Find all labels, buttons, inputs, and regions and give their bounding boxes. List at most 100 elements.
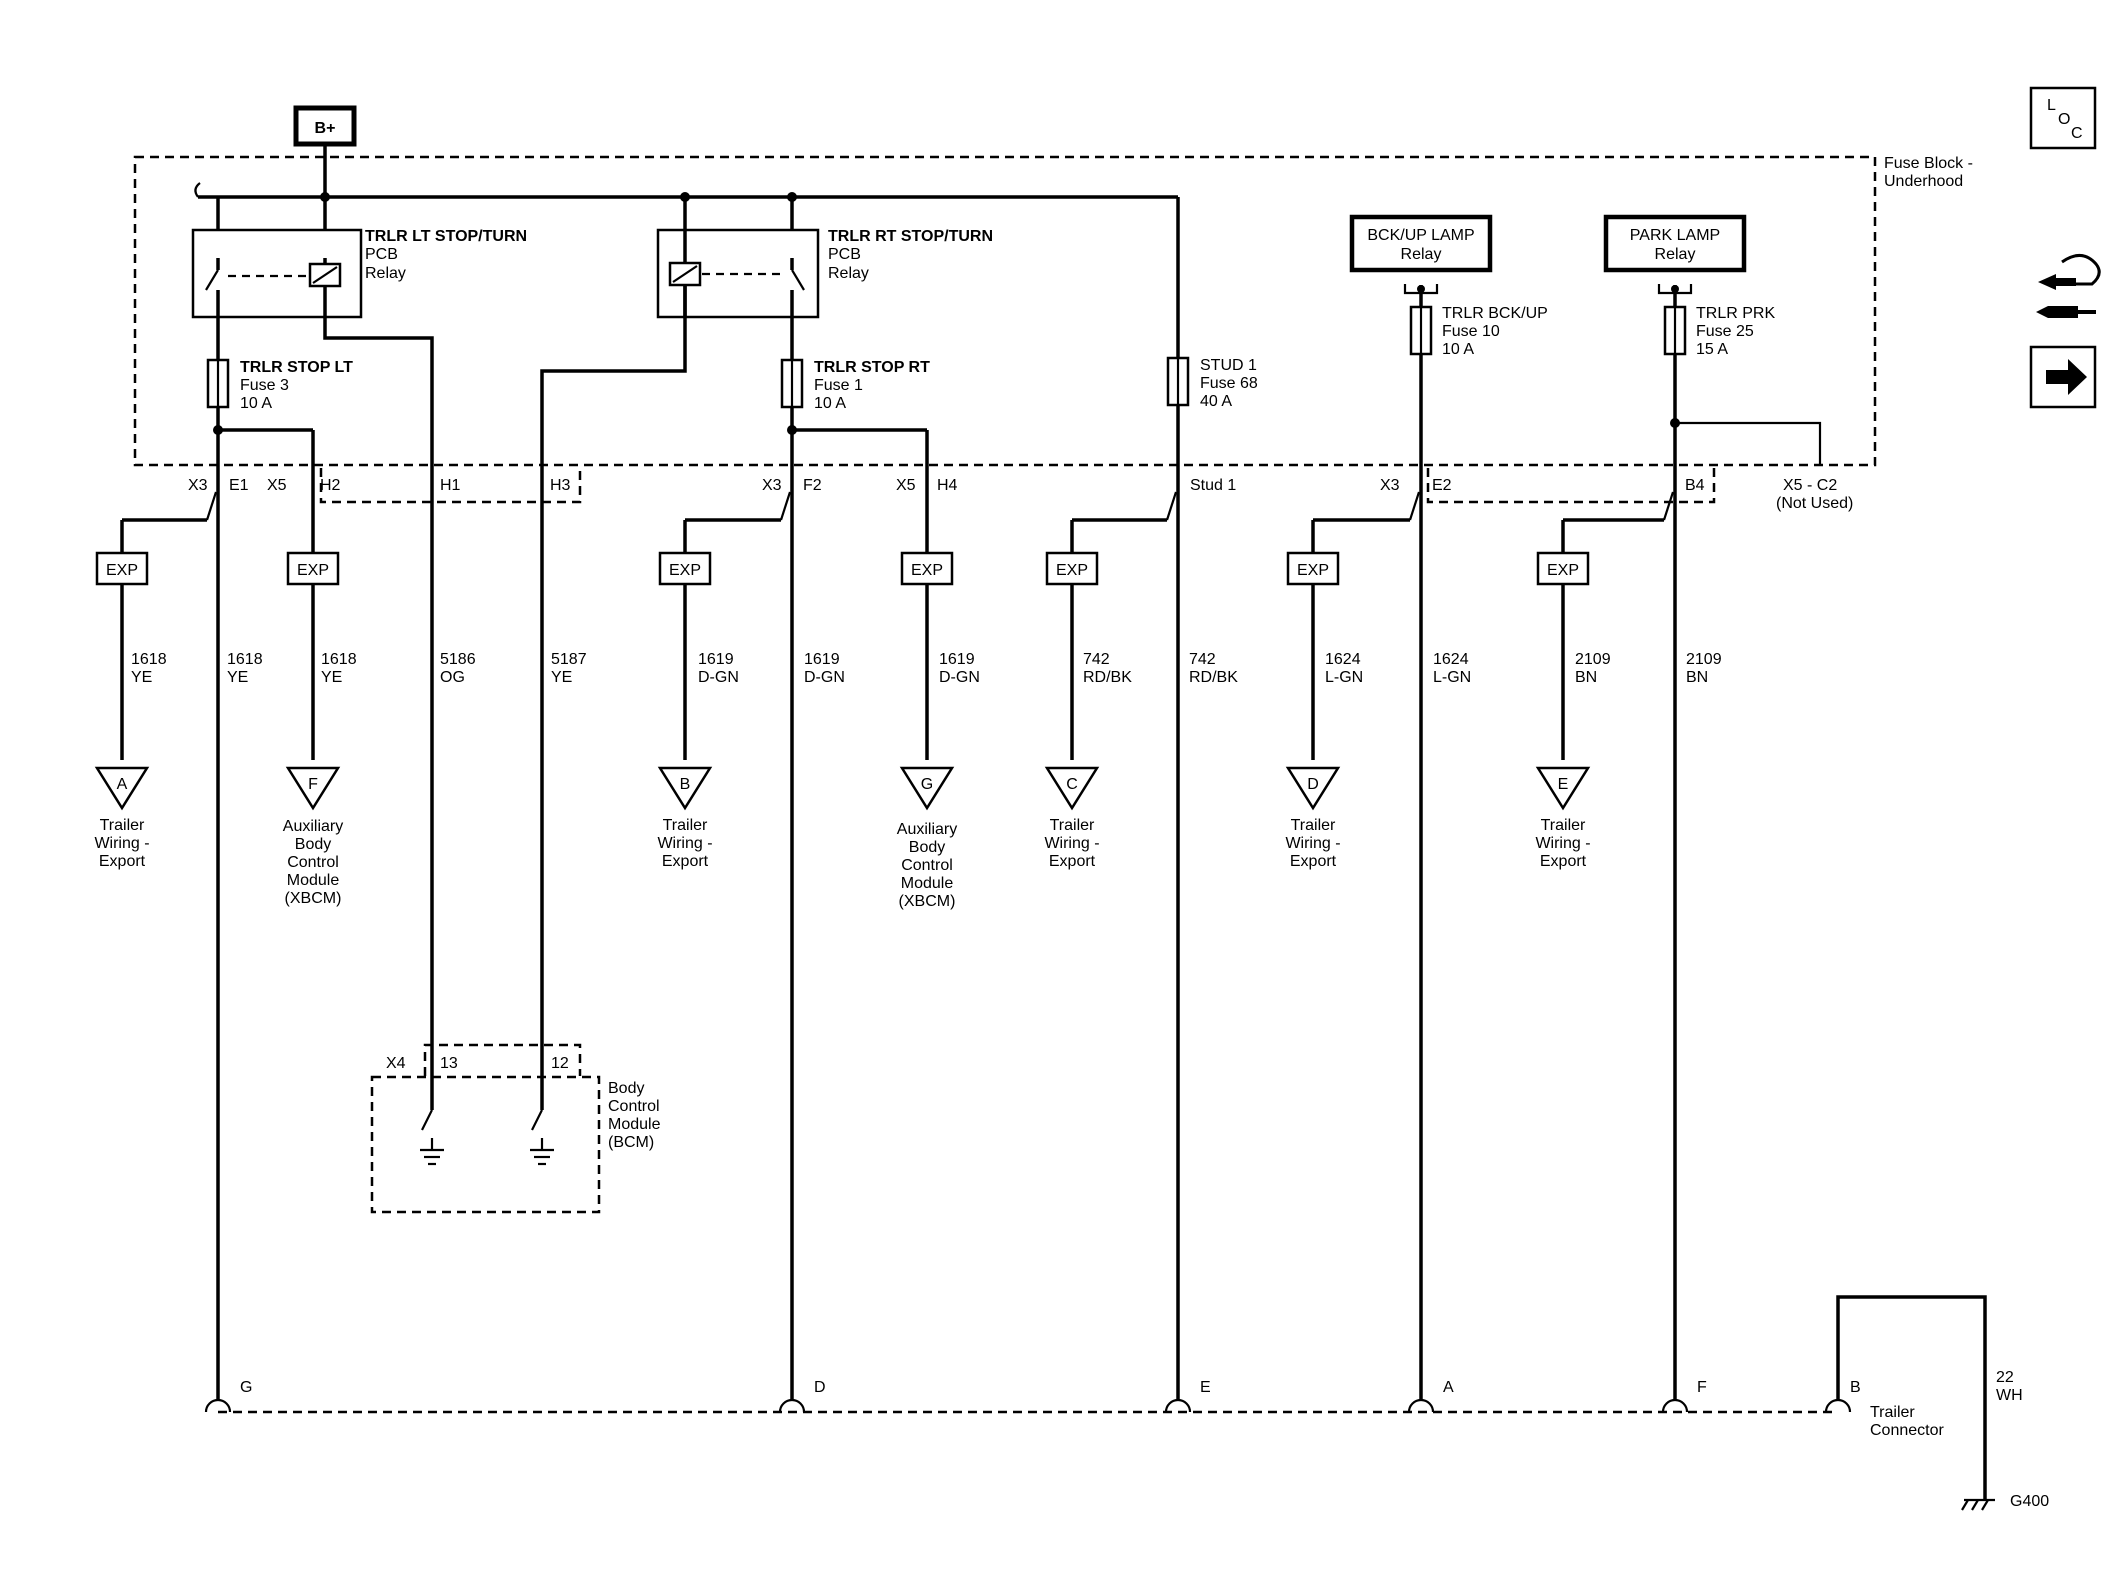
svg-text:Auxiliary: Auxiliary — [897, 821, 957, 838]
svg-text:PCB: PCB — [828, 246, 861, 263]
svg-text:2109: 2109 — [1686, 651, 1722, 668]
svg-text:Wiring -: Wiring - — [94, 835, 149, 852]
svg-text:1624: 1624 — [1325, 651, 1361, 668]
svg-text:E: E — [1200, 1379, 1211, 1396]
svg-text:Trailer: Trailer — [663, 817, 708, 834]
svg-text:B+: B+ — [315, 120, 336, 137]
svg-text:F2: F2 — [803, 477, 822, 494]
svg-text:Module: Module — [608, 1116, 661, 1133]
svg-text:Body: Body — [608, 1080, 644, 1097]
offpage-connector-b: B Trailer Wiring - Export — [657, 766, 713, 870]
connector-info-icon[interactable] — [2036, 254, 2101, 318]
svg-text:D-GN: D-GN — [939, 669, 980, 686]
svg-text:H3: H3 — [550, 477, 571, 494]
svg-text:L: L — [2047, 97, 2056, 114]
svg-text:Fuse 25: Fuse 25 — [1696, 323, 1754, 340]
svg-text:Wiring -: Wiring - — [657, 835, 712, 852]
svg-text:E2: E2 — [1432, 477, 1452, 494]
loc-icon[interactable]: L O C — [2029, 86, 2097, 150]
relay-park-lamp: PARK LAMP Relay — [1603, 214, 1747, 307]
exp-box: EXP — [95, 551, 149, 760]
svg-text:G400: G400 — [2010, 1493, 2049, 1510]
svg-text:EXP: EXP — [1056, 562, 1088, 579]
svg-text:Control: Control — [608, 1098, 660, 1115]
svg-text:D: D — [814, 1379, 826, 1396]
svg-text:BN: BN — [1575, 669, 1597, 686]
svg-text:Trailer: Trailer — [100, 817, 145, 834]
svg-text:H4: H4 — [937, 477, 958, 494]
svg-text:EXP: EXP — [1297, 562, 1329, 579]
relay-bckup-lamp: BCK/UP LAMP Relay — [1349, 214, 1493, 307]
offpage-connectors: A Trailer Wiring - Export F Auxiliary Bo… — [94, 766, 1591, 910]
svg-text:PCB: PCB — [365, 246, 398, 263]
svg-text:Wiring -: Wiring - — [1285, 835, 1340, 852]
circuit-742 — [1070, 465, 1180, 1395]
svg-text:TRLR LT STOP/TURN: TRLR LT STOP/TURN — [365, 228, 527, 245]
svg-text:40 A: 40 A — [1200, 393, 1232, 410]
svg-text:1624: 1624 — [1433, 651, 1469, 668]
svg-text:C: C — [2071, 125, 2083, 142]
exp-box: EXP — [900, 551, 954, 760]
svg-text:Underhood: Underhood — [1884, 173, 1963, 190]
exp-box: EXP — [1536, 551, 1590, 760]
svg-text:Fuse 10: Fuse 10 — [1442, 323, 1500, 340]
svg-text:1619: 1619 — [804, 651, 840, 668]
svg-text:G: G — [240, 1379, 252, 1396]
svg-text:TRLR STOP LT: TRLR STOP LT — [240, 359, 353, 376]
circuit-5186 — [323, 317, 434, 1100]
exp-box: EXP — [1045, 551, 1099, 760]
circuit-1624 — [1311, 354, 1423, 1395]
svg-text:Relay: Relay — [1655, 246, 1696, 263]
svg-text:Control: Control — [901, 857, 953, 874]
svg-text:1619: 1619 — [698, 651, 734, 668]
exp-box: EXP — [286, 551, 340, 760]
svg-text:Auxiliary: Auxiliary — [283, 818, 343, 835]
svg-text:TRLR BCK/UP: TRLR BCK/UP — [1442, 305, 1548, 322]
svg-text:Export: Export — [99, 853, 146, 870]
svg-text:13: 13 — [440, 1055, 458, 1072]
svg-text:10 A: 10 A — [1442, 341, 1474, 358]
svg-text:Module: Module — [901, 875, 954, 892]
fuse-block-outline — [133, 155, 1877, 467]
offpage-connector-e: E Trailer Wiring - Export — [1535, 766, 1591, 870]
svg-text:H1: H1 — [440, 477, 461, 494]
svg-text:WH: WH — [1996, 1387, 2023, 1404]
svg-text:Export: Export — [1290, 853, 1337, 870]
svg-text:E: E — [1558, 776, 1569, 793]
offpage-connector-f: F Auxiliary Body Control Module (XBCM) — [283, 766, 343, 907]
svg-text:D-GN: D-GN — [804, 669, 845, 686]
svg-text:Module: Module — [287, 872, 340, 889]
svg-text:EXP: EXP — [297, 562, 329, 579]
svg-text:Export: Export — [662, 853, 709, 870]
svg-text:742: 742 — [1189, 651, 1216, 668]
circuit-5187 — [540, 285, 687, 1100]
svg-text:Wiring -: Wiring - — [1535, 835, 1590, 852]
svg-text:EXP: EXP — [1547, 562, 1579, 579]
svg-text:RD/BK: RD/BK — [1189, 669, 1238, 686]
fuse-block-label: Fuse Block - Underhood — [1884, 155, 1973, 190]
svg-text:C: C — [1066, 776, 1078, 793]
svg-text:OG: OG — [440, 669, 465, 686]
svg-text:YE: YE — [227, 669, 248, 686]
svg-text:BCK/UP LAMP: BCK/UP LAMP — [1367, 227, 1474, 244]
svg-text:Fuse 1: Fuse 1 — [814, 377, 863, 394]
svg-text:5186: 5186 — [440, 651, 476, 668]
svg-text:TRLR RT STOP/TURN: TRLR RT STOP/TURN — [828, 228, 993, 245]
svg-text:10 A: 10 A — [814, 395, 846, 412]
svg-text:Body: Body — [295, 836, 331, 853]
svg-text:Fuse 3: Fuse 3 — [240, 377, 289, 394]
svg-text:EXP: EXP — [106, 562, 138, 579]
svg-text:2109: 2109 — [1575, 651, 1611, 668]
svg-text:A: A — [1443, 1379, 1454, 1396]
next-page-arrow-icon[interactable] — [2029, 345, 2097, 409]
svg-text:Control: Control — [287, 854, 339, 871]
svg-text:X5 - C2: X5 - C2 — [1783, 477, 1837, 494]
svg-text:X5: X5 — [896, 477, 916, 494]
svg-text:L-GN: L-GN — [1433, 669, 1471, 686]
svg-text:YE: YE — [321, 669, 342, 686]
